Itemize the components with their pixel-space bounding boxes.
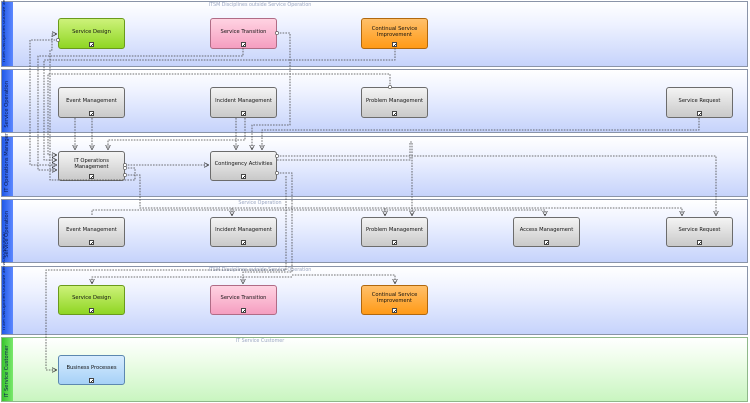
box-label: Contingency Activities xyxy=(214,161,273,167)
expand-icon[interactable] xyxy=(241,111,246,116)
box-label: Service Design xyxy=(72,28,111,35)
box-label: Continual Service Improvement xyxy=(371,25,418,38)
box-label: Problem Management xyxy=(365,227,424,233)
business-processes-box[interactable]: Business Processes xyxy=(58,355,125,385)
box-label: Event Management xyxy=(66,227,117,233)
box-label: Service Transition xyxy=(220,295,267,301)
it-operations-management-box[interactable]: IT Operations Management xyxy=(58,151,125,181)
lane-caption: ITSM Disciplines outside Service Operati… xyxy=(208,3,312,8)
expand-icon[interactable] xyxy=(241,308,246,313)
expand-icon[interactable] xyxy=(89,308,94,313)
expand-icon[interactable] xyxy=(392,240,397,245)
lane-label: ITSM Disciplines outside Service Operati… xyxy=(3,0,7,62)
expand-icon[interactable] xyxy=(241,240,246,245)
service-transition-box[interactable]: Service Transition xyxy=(210,285,277,315)
box-label: Continual Service Improvement xyxy=(371,292,418,304)
event-management-box[interactable]: Event Management xyxy=(58,217,125,247)
lane-header[interactable]: Service Operation xyxy=(2,70,13,132)
expand-icon[interactable] xyxy=(241,42,246,47)
box-label: Business Processes xyxy=(66,365,117,371)
lane-header[interactable]: IT Service Customer xyxy=(2,338,13,401)
box-label: IT Operations Management xyxy=(74,158,109,170)
expand-icon[interactable] xyxy=(697,111,702,116)
expand-icon[interactable] xyxy=(544,240,549,245)
problem-management-box[interactable]: Problem Management xyxy=(361,217,428,247)
access-management-box[interactable]: Access Management xyxy=(513,217,580,247)
box-label: Service Design xyxy=(72,295,111,301)
box-label: Service Request xyxy=(678,97,721,104)
lane-header[interactable]: IT Operations Manager xyxy=(2,133,13,196)
lane-header[interactable]: ITSM Disciplines outside Service Operati… xyxy=(2,232,13,334)
lane-header[interactable]: ITSM Disciplines outside Service Operati… xyxy=(2,0,13,66)
expand-icon[interactable] xyxy=(392,42,397,47)
expand-icon[interactable] xyxy=(392,111,397,116)
box-label: Service Request xyxy=(678,227,721,233)
continual-service-improvement-box[interactable]: Continual Service Improvement xyxy=(361,18,428,49)
expand-icon[interactable] xyxy=(89,42,94,47)
lane-label: Service Operation xyxy=(4,81,10,128)
service-transition-box[interactable]: Service Transition xyxy=(210,18,277,49)
box-label: Incident Management xyxy=(215,227,272,233)
expand-icon[interactable] xyxy=(392,308,397,313)
lane-caption: IT Service Customer xyxy=(235,339,285,344)
service-design-box[interactable]: Service Design xyxy=(58,285,125,315)
service-request-box[interactable]: Service Request xyxy=(666,217,733,247)
problem-management-box[interactable]: Problem Management xyxy=(361,87,428,118)
incident-management-box[interactable]: Incident Management xyxy=(210,217,277,247)
lane-label: IT Operations Manager xyxy=(4,132,10,192)
expand-icon[interactable] xyxy=(89,174,94,179)
service-design-box[interactable]: Service Design xyxy=(58,18,125,49)
box-label: Service Transition xyxy=(220,28,267,35)
lane-label: IT Service Customer xyxy=(4,344,10,397)
box-label: Incident Management xyxy=(215,97,272,104)
expand-icon[interactable] xyxy=(697,240,702,245)
service-request-box[interactable]: Service Request xyxy=(666,87,733,118)
incident-management-box[interactable]: Incident Management xyxy=(210,87,277,118)
box-label: Access Management xyxy=(519,227,574,233)
expand-icon[interactable] xyxy=(89,111,94,116)
expand-icon[interactable] xyxy=(89,240,94,245)
lane-header[interactable]: Service Operation xyxy=(2,200,13,262)
lane-caption: ITSM Disciplines outside Service Operati… xyxy=(208,268,312,273)
box-label: Event Management xyxy=(66,97,117,104)
lane-caption: Service Operation xyxy=(238,201,282,206)
expand-icon[interactable] xyxy=(89,378,94,383)
expand-icon[interactable] xyxy=(241,174,246,179)
event-management-box[interactable]: Event Management xyxy=(58,87,125,118)
box-label: Problem Management xyxy=(365,97,424,104)
continual-service-improvement-box[interactable]: Continual Service Improvement xyxy=(361,285,428,315)
lane-label: ITSM Disciplines outside Service Operati… xyxy=(3,231,7,330)
contingency-activities-box[interactable]: Contingency Activities xyxy=(210,151,277,181)
